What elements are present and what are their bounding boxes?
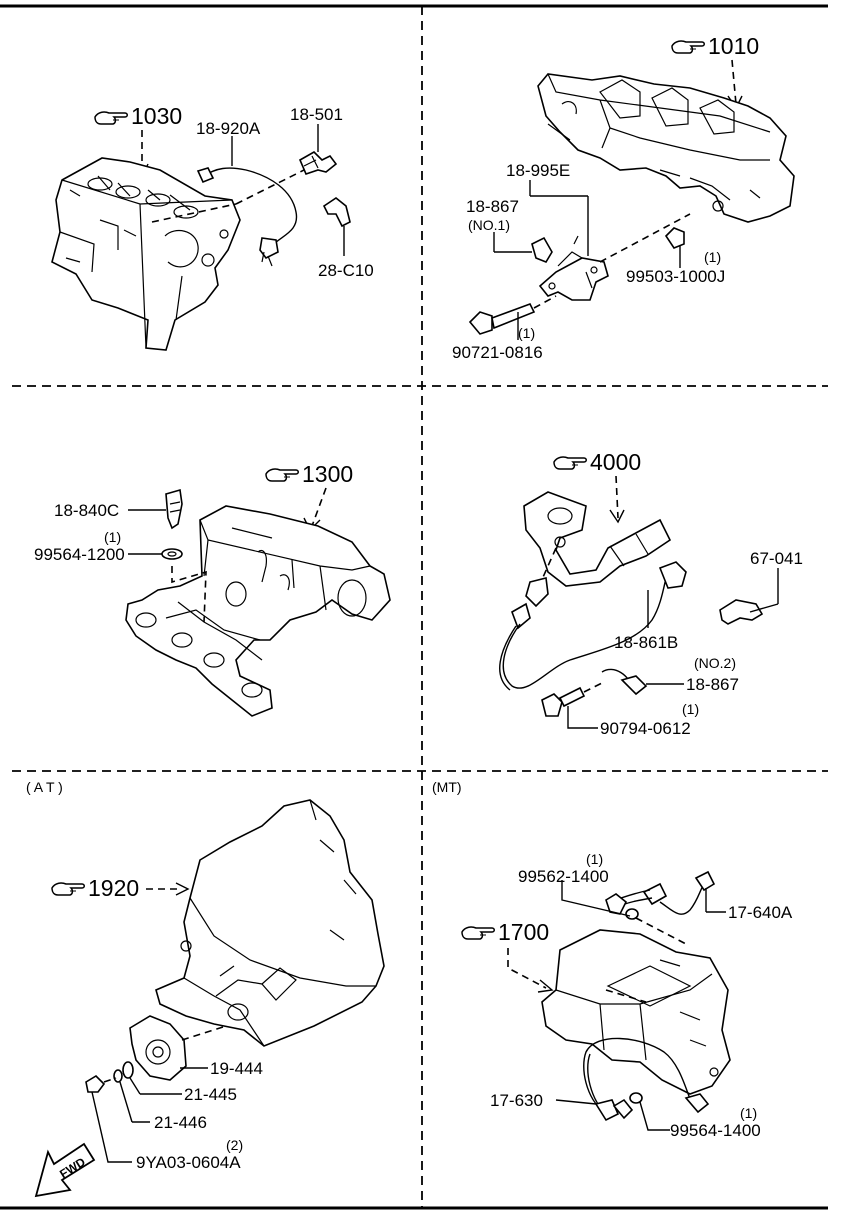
automatic-transmission: [155, 799, 385, 1047]
label-19-444: 19-444: [210, 1059, 263, 1078]
manual-transmission: [541, 929, 731, 1095]
panel-1920-at: ( A T ) 1920 19-444 21-445 21-446: [26, 779, 385, 1198]
label-21-446: 21-446: [154, 1113, 207, 1132]
pointing-hand-icon: [553, 456, 587, 470]
label-99503-qty: (1): [704, 249, 721, 265]
intake-manifold: [125, 505, 391, 717]
label-18-501: 18-501: [290, 105, 343, 124]
panel-dividers: [0, 4, 828, 1210]
label-90721-0816: 90721-0816: [452, 343, 543, 362]
pointing-hand-icon: [265, 468, 299, 482]
pointing-hand-icon: [461, 926, 495, 940]
label-90794-qty: (1): [682, 701, 699, 717]
pointing-hand-icon: [51, 882, 85, 896]
ref-number: 1030: [131, 103, 182, 129]
label-21-445: 21-445: [184, 1085, 237, 1104]
label-99503-1000J: 99503-1000J: [626, 267, 725, 286]
label-no2: (NO.2): [694, 655, 736, 671]
pointing-hand-icon: [94, 111, 128, 125]
ref-number: 1010: [708, 33, 759, 59]
label-99562-qty: (1): [586, 851, 603, 867]
panel-4000: 4000 18-861B 67-041 (NO.2) 18-867: [499, 449, 803, 738]
label-no1: (NO.1): [468, 217, 510, 233]
label-90794-0612: 90794-0612: [600, 719, 691, 738]
label-28-C10: 28-C10: [318, 261, 374, 280]
ref-number: 4000: [590, 449, 641, 475]
label-17-640A: 17-640A: [728, 903, 793, 922]
panel-tag-at: ( A T ): [26, 779, 63, 795]
cylinder-head: [537, 73, 795, 223]
label-17-630: 17-630: [490, 1091, 543, 1110]
label-99564-1200: 99564-1200: [34, 545, 125, 564]
ref-number: 1700: [498, 919, 549, 945]
label-99564-1400-qty: (1): [740, 1105, 757, 1121]
label-18-840C: 18-840C: [54, 501, 119, 520]
ref-number: 1920: [88, 875, 139, 901]
label-18-867: 18-867: [466, 197, 519, 216]
ref-number: 1300: [302, 461, 353, 487]
label-99564-1200-qty: (1): [104, 529, 121, 545]
panel-1030: 1030 18-920A 18-501 28-C1: [51, 103, 374, 351]
exhaust-pipe: [523, 491, 672, 587]
label-67-041: 67-041: [750, 549, 803, 568]
label-9YA03-0604A: 9YA03-0604A: [136, 1153, 241, 1172]
panel-1700-mt: (MT) 1700 17-640A (1) 99562-1400: [432, 779, 793, 1140]
label-99562-1400: 99562-1400: [518, 867, 609, 886]
panel-tag-mt: (MT): [432, 779, 462, 795]
label-18-867-no2: 18-867: [686, 675, 739, 694]
panel-1300: 1300 18-840C (1) 99564-1200: [34, 461, 391, 717]
fwd-arrow-icon: FWD: [34, 1142, 96, 1198]
pointing-hand-icon: [671, 40, 705, 54]
label-99564-1400: 99564-1400: [670, 1121, 761, 1140]
label-18-995E: 18-995E: [506, 161, 570, 180]
label-9ya03-qty: (2): [226, 1137, 243, 1153]
label-18-861B: 18-861B: [614, 633, 678, 652]
label-90721-qty: (1): [518, 325, 535, 341]
panel-1010: 1010 18-995E 18-867 (NO.1) (1) 99503-100: [452, 33, 795, 362]
label-18-920A: 18-920A: [196, 119, 261, 138]
engine-block: [51, 157, 241, 351]
